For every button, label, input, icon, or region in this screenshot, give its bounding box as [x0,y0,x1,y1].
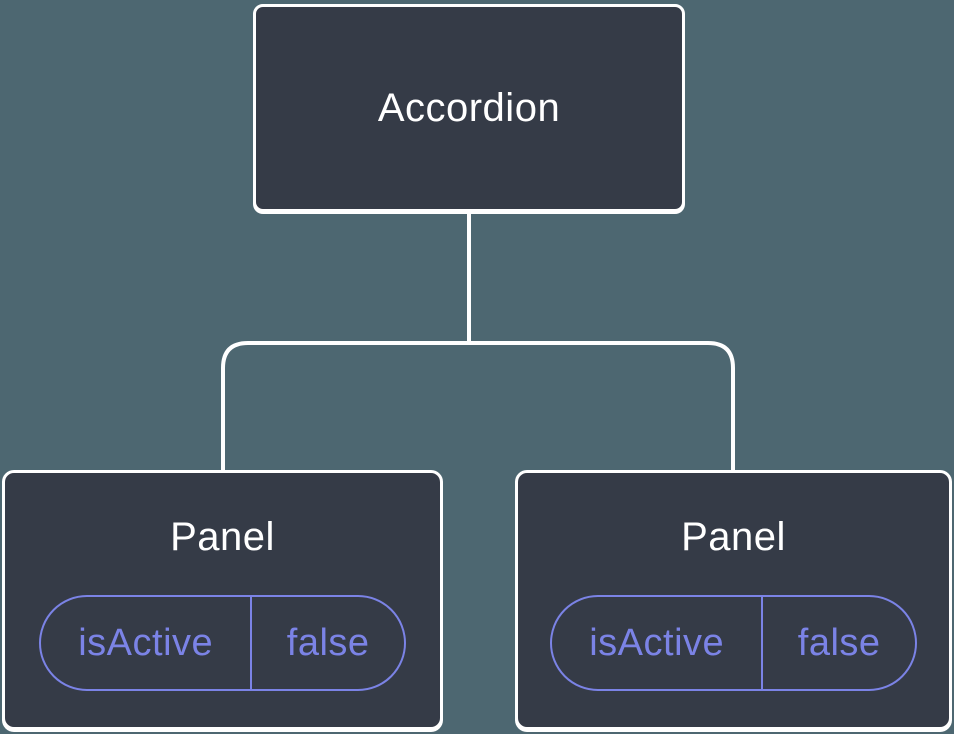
panel-node-label: Panel [681,515,786,559]
state-key: isActive [41,597,253,689]
state-value: false [797,621,881,664]
panel-node-label: Panel [170,515,275,559]
state-key: isActive [552,597,764,689]
state-value: false [286,621,370,664]
panel-node-right: Panel isActive false [515,470,952,730]
connector-branch [221,341,735,470]
accordion-node-label: Accordion [377,85,561,130]
panel-node-left: Panel isActive false [2,470,443,730]
accordion-node: Accordion [253,4,685,212]
state-pill: isActive false [39,595,406,691]
state-pill: isActive false [550,595,917,691]
